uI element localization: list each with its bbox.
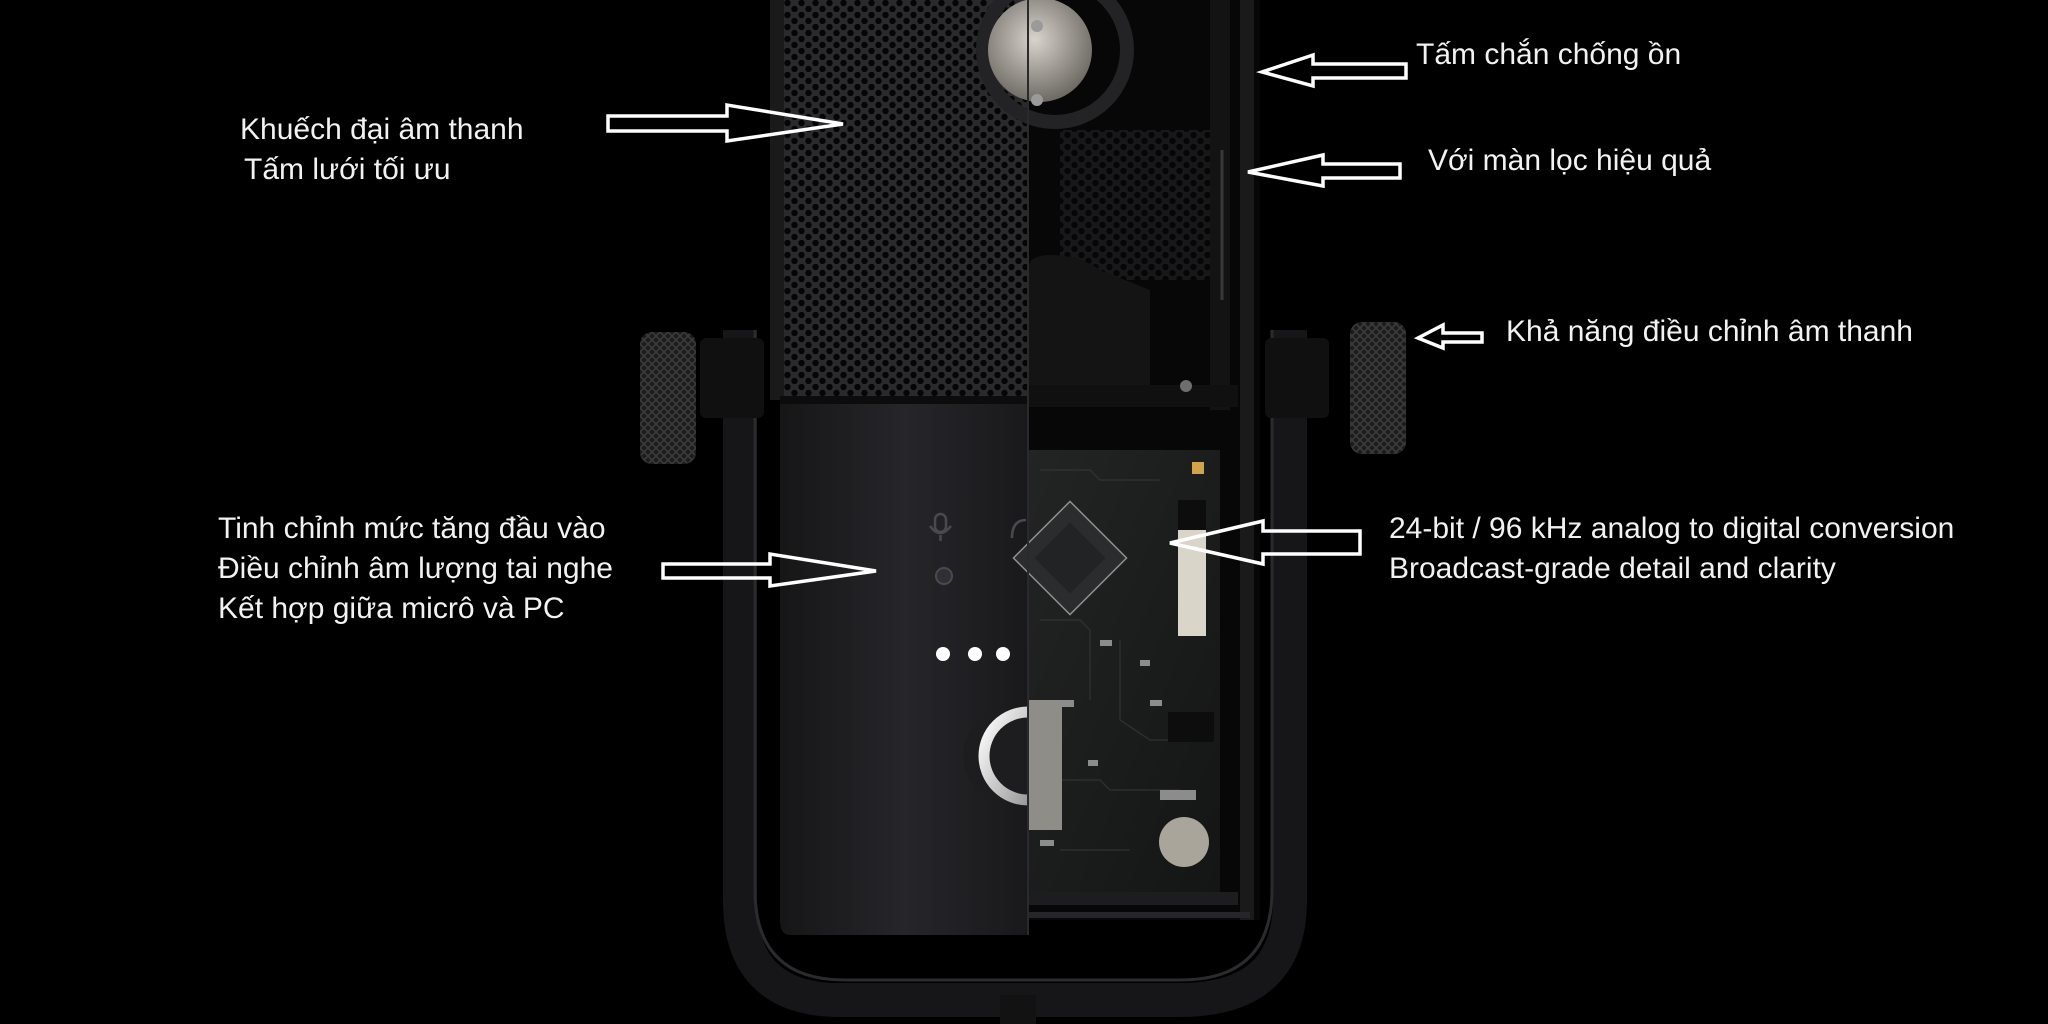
callout-noise-shield: Tấm chắn chống ồn [1416,35,1681,75]
mic-capsule [988,0,1092,102]
arrow-left-filter [1247,152,1402,189]
headphone-icon [1010,518,1027,539]
stand-stem [1000,995,1036,1024]
level-led-indicators [936,647,1010,661]
callout-noise-shield-line-1: Tấm chắn chống ồn [1416,38,1682,71]
arrow-right-gain [661,551,877,589]
board-capacitor [1159,817,1209,867]
callout-adjust: Khả năng điều chỉnh âm thanh [1506,312,1913,352]
arrow-left-conversion [1169,518,1362,567]
callout-filter-line-1: Với màn lọc hiệu quả [1428,144,1712,177]
shock-mount [976,0,1134,129]
callout-filter: Với màn lọc hiệu quả [1428,141,1711,181]
callout-gain-line-3: Kết hợp giữa micrô và PC [218,592,565,625]
callout-conversion: 24-bit / 96 kHz analog to digital conver… [1389,509,1954,589]
arrow-left-adjust [1413,322,1484,351]
callout-conversion-line-1: 24-bit / 96 kHz analog to digital conver… [1389,512,1955,545]
arrow-right-amplify [606,102,844,144]
callout-gain-line-1: Tinh chỉnh mức tăng đầu vào [218,512,606,545]
arrow-left-noise-shield [1255,52,1408,89]
mode-button [935,567,953,585]
adc-chip [1012,500,1128,616]
inner-mesh [1060,130,1220,280]
left-knob [640,332,696,464]
right-knob [1350,322,1406,454]
dial-shaft [1028,700,1062,830]
callout-amplify: Khuếch đại âm thanh Tấm lưới tối ưu [240,110,524,190]
mic-body [780,400,1028,935]
callout-amplify-line-2: Tấm lưới tối ưu [244,153,451,186]
callout-amplify-line-1: Khuếch đại âm thanh [240,113,524,146]
noise-shield-plate [1210,0,1230,410]
callout-gain-line-2: Điều chỉnh âm lượng tai nghe [218,552,613,585]
capsule-base [1028,255,1150,395]
callout-gain: Tinh chỉnh mức tăng đầu vào Điều chỉnh â… [218,509,613,629]
callout-conversion-line-2: Broadcast-grade detail and clarity [1389,552,1836,585]
microphone-icon [928,512,952,541]
callout-adjust-line-1: Khả năng điều chỉnh âm thanh [1506,315,1913,348]
